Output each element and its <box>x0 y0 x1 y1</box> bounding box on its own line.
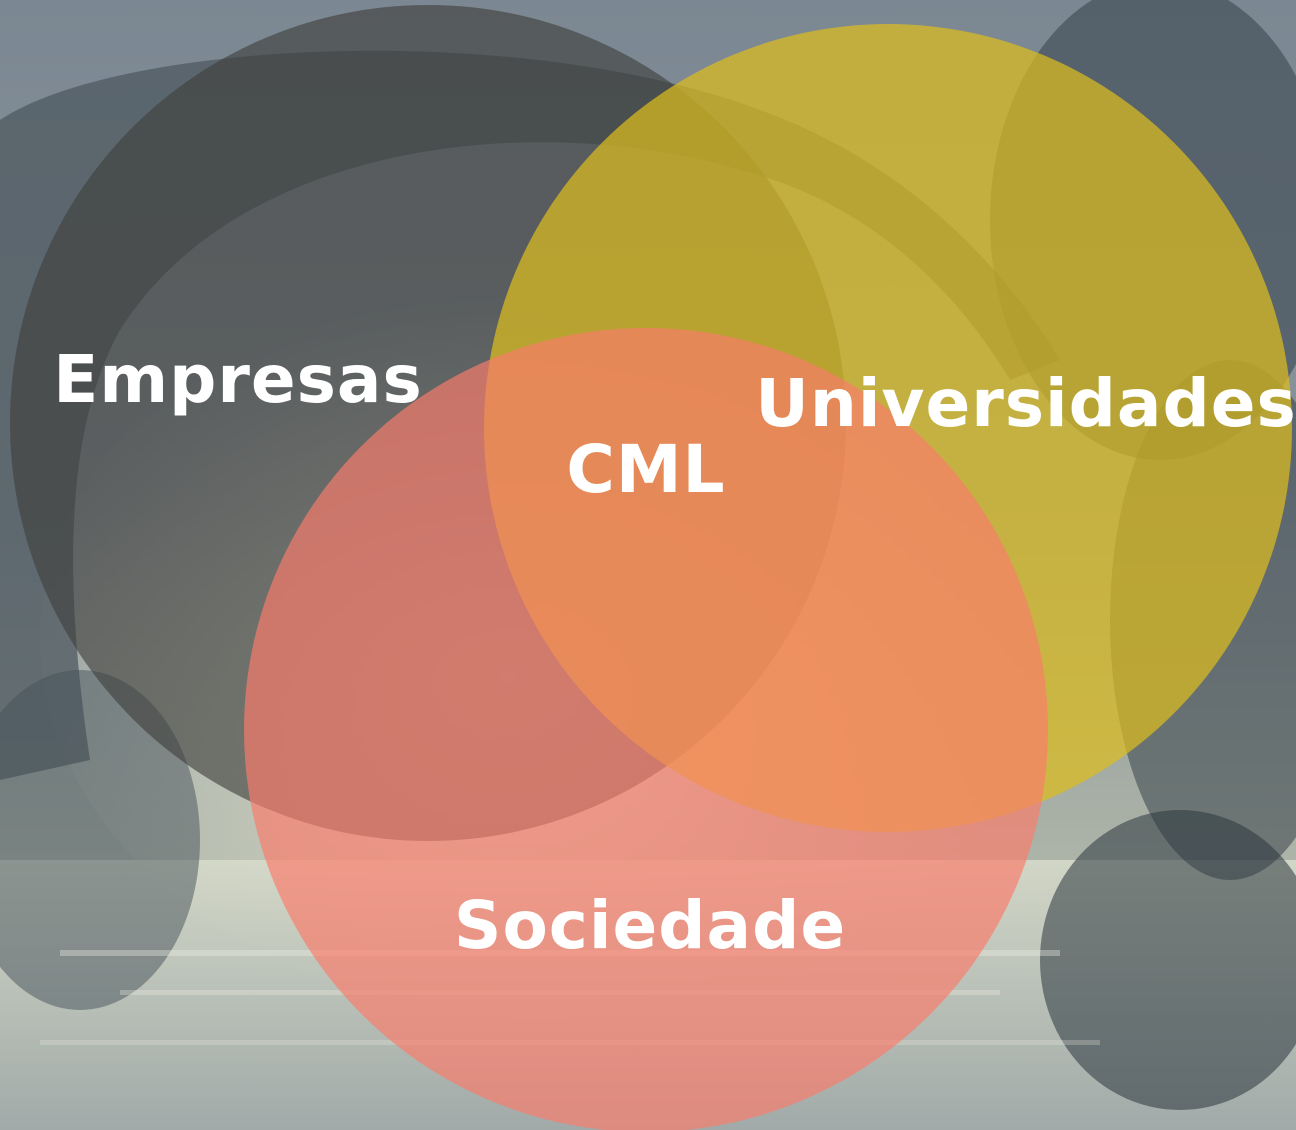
center-label-cml: CML <box>566 431 725 508</box>
set-label-empresas: Empresas <box>53 341 423 418</box>
set-label-sociedade: Sociedade <box>454 887 846 964</box>
venn-circles <box>10 5 1292 1130</box>
set-label-universidades: Universidades <box>755 365 1296 442</box>
circle-sociedade <box>244 328 1048 1130</box>
